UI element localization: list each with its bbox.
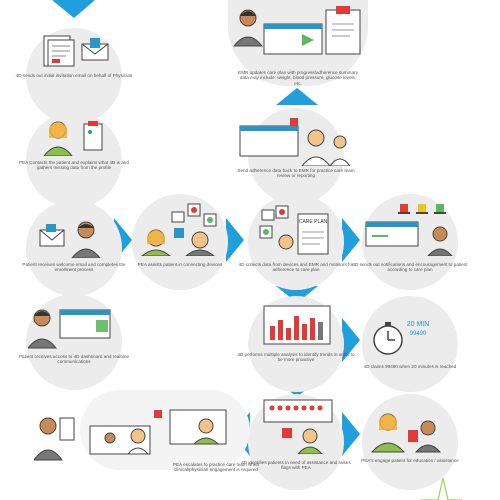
step-6-caption: 4D sends out notifications and encourage…	[352, 262, 468, 273]
step-2-caption: PEA Contacts the patient and explains wh…	[19, 160, 129, 171]
arrow-s11-s10	[342, 412, 360, 456]
timer-icon	[373, 322, 403, 355]
pea-agent-icon	[43, 121, 103, 156]
arrow-s5-s8	[276, 286, 318, 303]
education-icon	[370, 413, 442, 453]
arrow-top-down	[52, 0, 95, 18]
timer-code: 99490	[409, 331, 427, 337]
step-12-caption: PEA escalates to practice care team when…	[172, 462, 260, 473]
emr-update-icon	[232, 6, 361, 55]
arrow-s4-s5	[226, 218, 244, 262]
step-circle-2	[26, 112, 122, 208]
patient-email-icon	[39, 221, 101, 258]
step-8-caption: 4D performs multiple analysis to identif…	[237, 352, 355, 363]
connect-devices-icon	[141, 203, 217, 256]
care-plan-icon	[259, 205, 329, 255]
step-13-caption: Send adherence data back to EMR for prac…	[237, 168, 355, 179]
notification-icon	[365, 204, 453, 256]
care-plan-label: CARE PLAN	[298, 219, 328, 225]
arrow-s5-s6	[342, 218, 360, 262]
step-1-caption: 4D sends out initial invitation email on…	[15, 73, 133, 78]
analysis-chart-icon	[263, 305, 331, 345]
flagged-patients-icon	[263, 399, 333, 454]
step-5-caption: 4D collects data from devices and EMR an…	[238, 262, 354, 273]
step-9-caption: 4D claims 99490 when 20 minutes is reach…	[363, 364, 457, 369]
escalation-icon	[34, 409, 227, 461]
emr-report-icon	[239, 118, 351, 166]
step-7-caption: Patient receives access to 4D dashboard …	[18, 354, 130, 365]
heartbeat-line	[420, 477, 462, 500]
step-10-caption: PEA's engage patient for education / ass…	[361, 458, 459, 463]
step-circle-3	[26, 200, 122, 296]
dashboard-icon	[28, 309, 111, 349]
step-14-caption: EMR updates care plan with progress/adhe…	[238, 70, 358, 86]
step-3-caption: Patient receives welcome email and compl…	[22, 262, 126, 273]
timer-minutes: 20 MIN	[406, 321, 430, 328]
arrow-s13-s14	[276, 88, 318, 105]
document-icon	[43, 35, 109, 67]
arrow-s8-s9	[342, 318, 360, 362]
step-4-caption: PEA assists patient in connecting device…	[137, 262, 223, 267]
step-11-caption: 4D identifies patients in need of assist…	[241, 460, 351, 471]
